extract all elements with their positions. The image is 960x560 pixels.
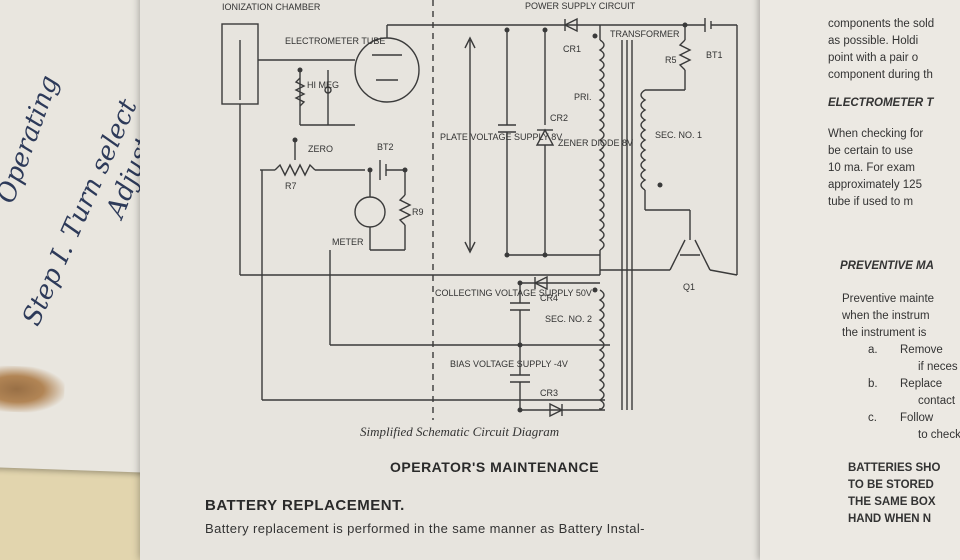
label-zero: ZERO <box>308 144 333 154</box>
label-collecting: COLLECTING VOLTAGE SUPPLY 50V <box>435 288 592 298</box>
label-transformer: TRANSFORMER <box>610 29 680 39</box>
label-power-supply: POWER SUPPLY CIRCUIT <box>525 1 636 11</box>
manual-page <box>140 0 780 560</box>
label-zener: ZENER DIODE 8V <box>558 138 633 148</box>
text-line: when the instrum <box>842 310 930 322</box>
warning-line: BATTERIES SHO <box>848 462 941 474</box>
section-heading: ELECTROMETER T <box>828 97 934 109</box>
warning-line: HAND WHEN N <box>848 513 932 525</box>
list-marker: b. <box>868 378 878 390</box>
list-item: Replace <box>900 378 943 390</box>
list-marker: a. <box>868 344 878 356</box>
warning-line: TO BE STORED <box>848 479 934 491</box>
label-meter: METER <box>332 237 364 247</box>
text-line: 10 ma. For exam <box>828 162 915 174</box>
text-line: approximately 125 <box>828 179 922 191</box>
label-bt1: BT1 <box>706 50 723 60</box>
handwriting-line-1: Operating <box>0 71 65 208</box>
text-line: as possible. Holdi <box>828 35 919 47</box>
label-r5: R5 <box>665 55 677 65</box>
label-r7: R7 <box>285 181 297 191</box>
label-sec1: SEC. NO. 1 <box>655 130 702 140</box>
label-hi-meg: HI MEG <box>307 80 339 90</box>
label-cr3: CR3 <box>540 388 558 398</box>
label-plate-supply: PLATE VOLTAGE SUPPLY 8V <box>440 132 562 142</box>
text-line: tube if used to m <box>828 196 914 208</box>
text-line: components the sold <box>828 18 935 30</box>
list-item: to check <box>918 429 960 441</box>
subsection-heading: BATTERY REPLACEMENT. <box>205 497 405 514</box>
text-line: be certain to use <box>828 145 914 157</box>
text-line: point with a pair o <box>828 52 919 64</box>
section-heading: OPERATOR'S MAINTENANCE <box>390 459 600 475</box>
label-ionization-chamber: IONIZATION CHAMBER <box>222 2 321 12</box>
label-cr2: CR2 <box>550 113 568 123</box>
text-line: the instrument is <box>842 327 927 339</box>
list-marker: c. <box>868 412 877 424</box>
body-text: Battery replacement is performed in the … <box>205 521 645 536</box>
label-cr1: CR1 <box>563 44 581 54</box>
label-sec2: SEC. NO. 2 <box>545 314 592 324</box>
label-cr4: CR4 <box>540 293 558 303</box>
list-item: if neces <box>918 361 958 373</box>
label-bias: BIAS VOLTAGE SUPPLY -4V <box>450 359 568 369</box>
stain <box>0 364 66 414</box>
label-bt2: BT2 <box>377 142 394 152</box>
label-r9: R9 <box>412 207 424 217</box>
schematic-caption: Simplified Schematic Circuit Diagram <box>360 424 560 439</box>
list-item: Remove <box>900 344 943 356</box>
text-line: Preventive mainte <box>842 293 935 305</box>
label-q1: Q1 <box>683 282 695 292</box>
section-heading: PREVENTIVE MA <box>840 260 934 272</box>
label-electrometer-tube: ELECTROMETER TUBE <box>285 36 385 46</box>
label-pri: PRI. <box>574 92 592 102</box>
list-item: Follow <box>900 412 934 424</box>
text-line: When checking for <box>828 128 924 140</box>
schematic-diagram: POWER SUPPLY CIRCUIT IONIZATION CHAMBER … <box>221 0 738 420</box>
adjacent-page: components the sold as possible. Holdi p… <box>760 0 960 560</box>
warning-line: THE SAME BOX <box>848 496 936 508</box>
list-item: contact <box>918 395 956 407</box>
text-line: component during th <box>828 69 933 81</box>
